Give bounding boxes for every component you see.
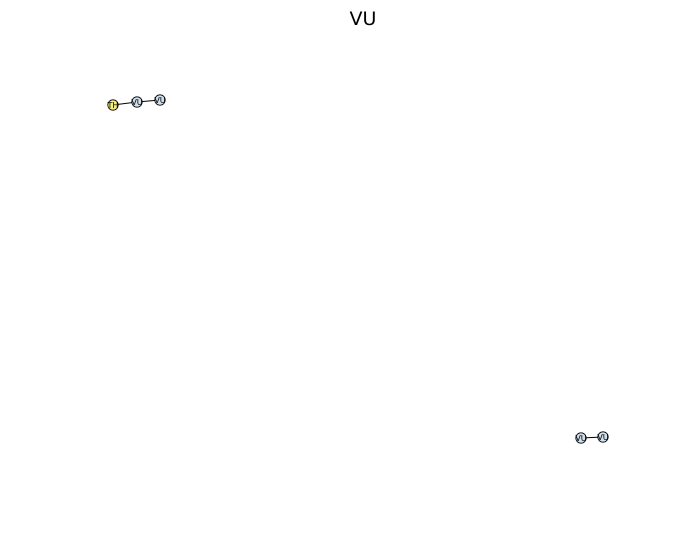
node-circle (154, 94, 166, 106)
node-label: TH (107, 101, 119, 110)
graph-node-vu: VU (154, 94, 166, 106)
node-layer: TH VU VU VU VU (107, 94, 609, 444)
figure-title: VU (350, 8, 377, 30)
graph-node-vu: VU (597, 431, 609, 443)
node-circle (575, 432, 587, 444)
node-label: VU (575, 434, 586, 443)
node-circle (107, 99, 119, 111)
node-circle (597, 431, 609, 443)
edge-layer (112, 99, 604, 439)
node-label: VU (154, 96, 165, 105)
node-label: VU (131, 98, 142, 107)
graph-node-th: TH (107, 99, 119, 111)
graph-node-vu: VU (575, 432, 587, 444)
node-circle (131, 96, 143, 108)
node-label: VU (597, 433, 608, 442)
graph-node-vu: VU (131, 96, 143, 108)
